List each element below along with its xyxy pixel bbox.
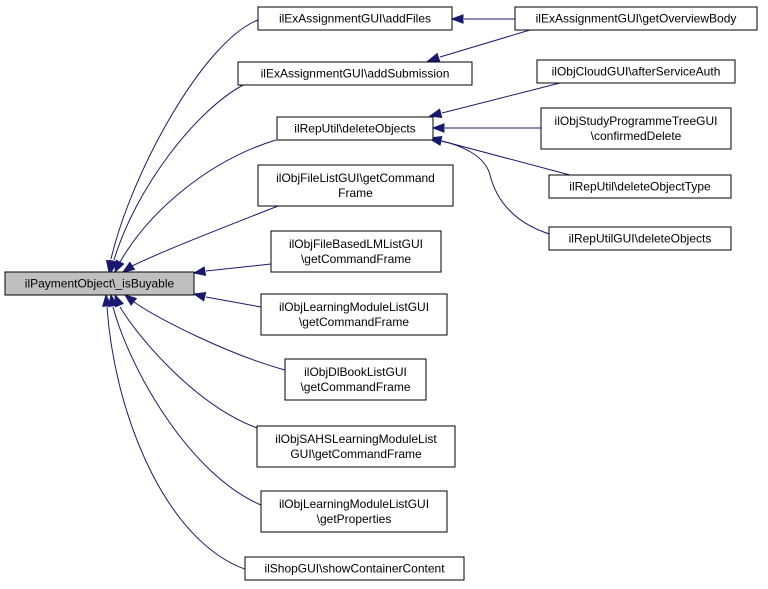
edge-fileBasedLM-to-root <box>192 263 272 276</box>
node-lmList[interactable]: ilObjLearningModuleListGUI\getCommandFra… <box>260 293 448 336</box>
node-studyProg[interactable]: ilObjStudyProgrammeTreeGUI\confirmedDele… <box>540 107 732 150</box>
node-label: ilRepUtil\deleteObjects <box>294 122 415 136</box>
edge-dlBook-to-root <box>123 294 286 371</box>
edge-cloud-to-deleteObjects <box>428 82 561 118</box>
node-label: ilObjLearningModuleListGUI <box>279 300 429 314</box>
node-label: ilObjDlBookListGUI <box>304 365 407 379</box>
edge-line <box>113 83 246 261</box>
node-deleteObjects[interactable]: ilRepUtil\deleteObjects <box>276 116 434 141</box>
node-fileBasedLM[interactable]: ilObjFileBasedLMListGUI\getCommandFrame <box>270 230 442 273</box>
node-box <box>540 107 732 150</box>
arrowhead <box>108 293 118 308</box>
edge-line <box>205 296 262 308</box>
node-box <box>260 293 448 336</box>
node-label: ilRepUtil\deleteObjectType <box>569 180 711 194</box>
arrowhead <box>426 52 441 63</box>
graph-edges <box>102 14 571 573</box>
arrowhead <box>450 14 464 24</box>
arrowhead <box>192 266 207 276</box>
edge-shop-to-root <box>102 293 255 573</box>
node-box <box>237 61 473 86</box>
node-label: ilExAssignmentGUI\addFiles <box>279 12 431 26</box>
edge-addFiles-to-root <box>105 19 259 274</box>
arrowhead <box>123 294 138 306</box>
node-shop[interactable]: ilShopGUI\showContainerContent <box>244 556 465 581</box>
node-box <box>536 59 736 84</box>
edge-studyProg-to-deleteObjects <box>431 123 541 133</box>
node-label: ilExAssignmentGUI\addSubmission <box>261 67 450 81</box>
node-box <box>514 6 758 31</box>
edge-sahs-to-root <box>114 293 264 431</box>
node-box <box>244 556 465 581</box>
edge-overview-to-addSubmission <box>426 29 531 63</box>
node-label: Frame <box>338 186 373 200</box>
node-fileList[interactable]: ilObjFileListGUI\getCommandFrame <box>257 164 454 207</box>
node-box <box>257 6 453 31</box>
node-label: GUI\getCommandFrame <box>290 447 422 461</box>
node-deleteType[interactable]: ilRepUtil\deleteObjectType <box>548 174 732 199</box>
node-sahs[interactable]: ilObjSAHSLearningModuleListGUI\getComman… <box>256 425 456 468</box>
arrowhead <box>428 108 443 118</box>
arrowhead <box>114 293 124 308</box>
edge-line <box>441 82 561 114</box>
node-box <box>548 226 732 251</box>
node-addFiles[interactable]: ilExAssignmentGUI\addFiles <box>257 6 453 31</box>
node-label: \getCommandFrame <box>300 380 410 394</box>
edge-fileList-to-root <box>121 205 279 273</box>
arrowhead <box>431 123 445 133</box>
node-label: ilObjLearningModuleListGUI <box>279 497 429 511</box>
node-label: ilShopGUI\showContainerContent <box>264 562 445 576</box>
edge-line <box>119 306 264 431</box>
node-repUtilGUI[interactable]: ilRepUtilGUI\deleteObjects <box>548 226 732 251</box>
node-dlBook[interactable]: ilObjDlBookListGUI\getCommandFrame <box>284 358 427 401</box>
arrowhead <box>121 261 136 273</box>
node-overview[interactable]: ilExAssignmentGUI\getOverviewBody <box>514 6 758 31</box>
root-function-node[interactable]: ilPaymentObject\_isBuyable <box>4 271 195 296</box>
node-label: ilPaymentObject\_isBuyable <box>25 277 175 291</box>
edge-line <box>119 139 277 263</box>
node-box <box>276 116 434 141</box>
arrowhead <box>114 259 125 274</box>
arrowhead <box>192 292 207 302</box>
edge-line <box>440 140 561 238</box>
edge-addSubmission-to-root <box>109 83 246 274</box>
node-lmProps[interactable]: ilObjLearningModuleListGUI\getProperties <box>260 490 448 533</box>
edge-line <box>205 263 272 272</box>
node-box <box>260 490 448 533</box>
edge-line <box>106 306 255 573</box>
node-box <box>284 358 427 401</box>
node-addSubmission[interactable]: ilExAssignmentGUI\addSubmission <box>237 61 473 86</box>
node-cloud[interactable]: ilObjCloudGUI\afterServiceAuth <box>536 59 736 84</box>
node-label: ilObjFileBasedLMListGUI <box>289 237 423 251</box>
edge-lmList-to-root <box>192 292 262 308</box>
edge-line <box>441 140 571 176</box>
arrowhead <box>102 293 112 307</box>
edge-deleteObjects-to-root <box>114 139 277 274</box>
node-box <box>548 174 732 199</box>
node-label: ilRepUtilGUI\deleteObjects <box>569 232 712 246</box>
edge-line <box>110 19 259 260</box>
node-label: \getProperties <box>317 512 392 526</box>
edge-line <box>131 205 279 267</box>
edge-overview-to-addFiles <box>450 14 515 24</box>
node-box <box>4 271 195 296</box>
node-label: ilObjStudyProgrammeTreeGUI <box>555 114 718 128</box>
graph-nodes: ilPaymentObject\_isBuyable ilExAssignment… <box>4 6 758 581</box>
node-label: \getCommandFrame <box>299 315 409 329</box>
edge-line <box>112 306 262 506</box>
node-box <box>257 164 454 207</box>
node-label: ilExAssignmentGUI\getOverviewBody <box>536 12 737 26</box>
node-label: ilObjFileListGUI\getCommand <box>276 171 435 185</box>
edge-line <box>133 301 286 371</box>
node-label: ilObjSAHSLearningModuleList <box>275 432 437 446</box>
node-box <box>256 425 456 468</box>
node-label: \confirmedDelete <box>591 129 682 143</box>
node-label: ilObjCloudGUI\afterServiceAuth <box>552 65 721 79</box>
edge-lmProps-to-root <box>108 293 262 506</box>
node-box <box>270 230 442 273</box>
node-label: \getCommandFrame <box>301 252 411 266</box>
edge-line <box>439 29 531 58</box>
